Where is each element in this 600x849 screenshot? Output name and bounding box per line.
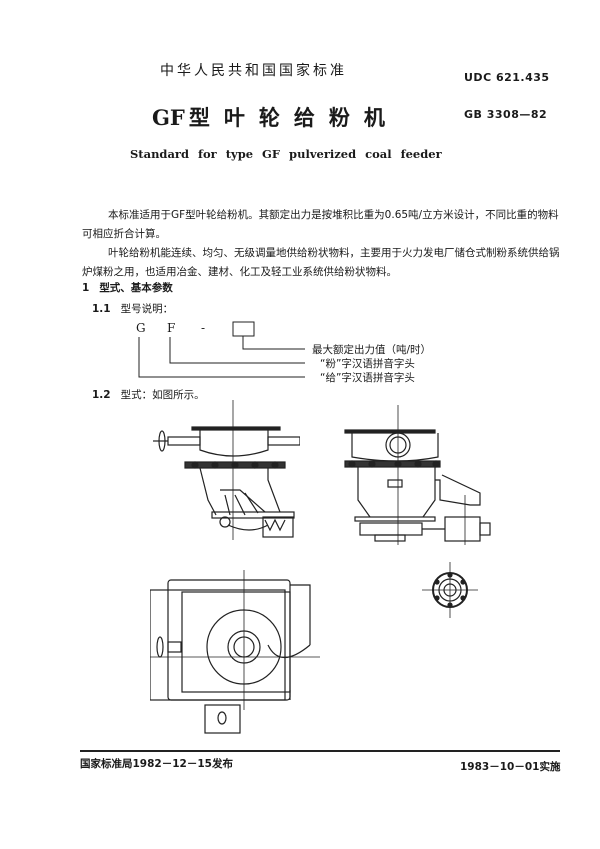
standard-number: GB 3308—82	[464, 108, 548, 121]
model-letter-g: G	[136, 321, 146, 335]
bearing-detail-drawing	[422, 562, 478, 618]
legend-fen-initial: “粉”字汉语拼音字头	[320, 358, 415, 370]
title-text: 型叶轮给粉机	[188, 105, 399, 130]
title-prefix: GF	[152, 105, 185, 130]
model-code-leader-lines	[138, 321, 305, 378]
model-dash: -	[201, 321, 206, 335]
intro-paragraph: 本标准适用于GF型叶轮给粉机。其额定出力是按堆积比重为0.65吨/立方米设计，不…	[82, 209, 559, 240]
front-view-drawing	[153, 400, 300, 540]
top-view-drawing	[150, 570, 320, 734]
english-subtitle: Standard for type GF pulverized coal fee…	[130, 147, 442, 161]
legend-gei-initial: “给”字汉语拼音字头	[320, 372, 415, 384]
usage-paragraph: 叶轮给粉机能连续、均匀、无级调量地供给粉状物料，主要用于火力发电厂储仓式制粉系统…	[82, 247, 560, 278]
legend-max-output: 最大额定出力值（吨/时）	[312, 344, 432, 356]
implementation-date: 1983－10－01实施	[460, 761, 561, 773]
footer-divider	[80, 750, 560, 752]
model-letter-f: F	[167, 321, 176, 335]
side-view-drawing	[344, 405, 491, 545]
national-standard-label: 中华人民共和国国家标准	[160, 63, 347, 79]
publish-info: 国家标准局1982－12－15发布	[80, 758, 233, 770]
udc-code: UDC 621.435	[464, 71, 550, 84]
